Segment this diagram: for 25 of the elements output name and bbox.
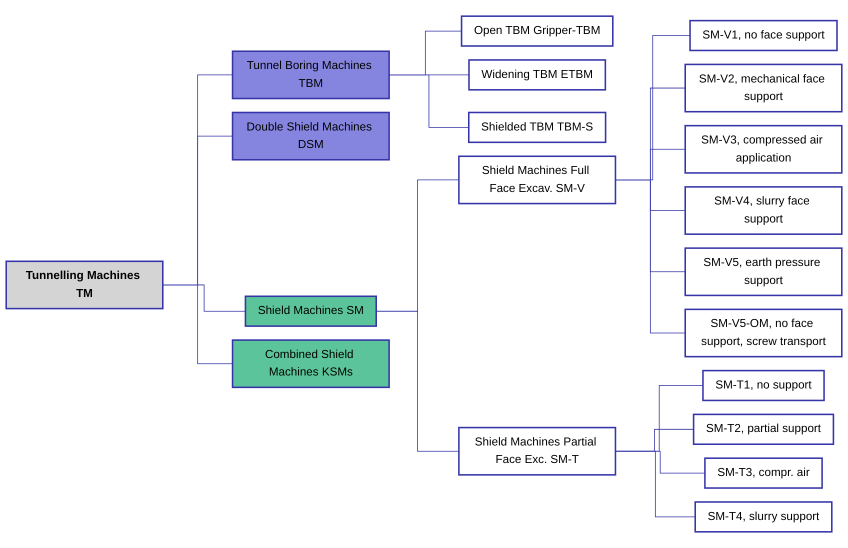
node-box: SM-T3, compr. air [704, 457, 823, 489]
node-box: Tunnelling Machines TM [5, 260, 164, 310]
connector [388, 74, 470, 128]
node-box: SM-T2, partial support [692, 414, 834, 446]
node-box: Shield Machines Partial Face Exc. SM-T [458, 426, 616, 476]
node-box: Combined Shield Machines KSMs [232, 339, 390, 388]
node-box: Shield Machines Full Face Excav. SM-V [458, 156, 616, 204]
node-box: SM-V3, compressed air application [684, 124, 843, 174]
connector [376, 310, 460, 452]
node-box: SM-V5-OM, no face support, screw transport [684, 308, 843, 358]
node-box: Shielded TBM TBM-S [468, 112, 606, 144]
node-box: SM-V1, no face support [689, 20, 838, 52]
node-box: SM-T1, no support [702, 370, 825, 402]
connector [615, 450, 696, 518]
node-box: Widening TBM ETBM [468, 59, 606, 91]
node-box: Shield Machines SM [244, 296, 377, 327]
node-box: Tunnel Boring Machines TBM [232, 50, 390, 100]
node-box: SM-V2, mechanical face support [684, 64, 843, 112]
node-box: SM-T4, slurry support [694, 501, 833, 533]
node-box: Double Shield Machines DSM [232, 112, 390, 161]
node-box: Open TBM Gripper-TBM [460, 15, 614, 47]
connector [615, 180, 686, 334]
node-box: SM-V5, earth pressure support [684, 247, 843, 296]
connector [162, 284, 233, 364]
node-box: SM-V4, slurry face support [684, 186, 843, 235]
